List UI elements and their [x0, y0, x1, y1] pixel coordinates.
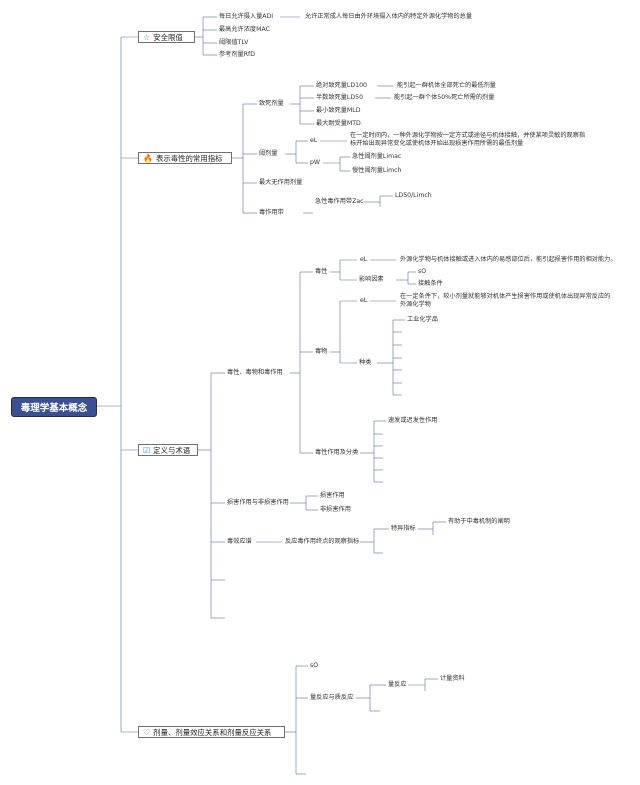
node-chronic-threshold[interactable]: 慢性阈剂量Limch	[352, 167, 402, 174]
node-mtd[interactable]: 最大耐受量MTD	[316, 120, 361, 127]
node-measurement-data[interactable]: 计量资料	[440, 675, 465, 682]
branch-dose-response[interactable]: ♡ 剂量、剂量效应关系和剂量反应关系	[138, 726, 285, 738]
node-acute-zone[interactable]: 急性毒作用带Zac	[315, 198, 364, 205]
node-graded-response[interactable]: 量反应	[388, 681, 407, 688]
node-effect-class[interactable]: 毒性作用及分类	[315, 449, 359, 456]
node-toxicity-group[interactable]: 毒性、毒物和毒作用	[227, 369, 283, 376]
node-toxicity[interactable]: 毒性	[315, 268, 328, 275]
node-threshold-desc[interactable]: 在一定时间内，一种外源化学物按一定方式或途径与机体接触，并使某项灵敏的观察指标开…	[350, 132, 586, 147]
branch-safety-limits[interactable]: ☆ 安全限值	[138, 31, 195, 43]
node-ld50[interactable]: 半数致死量LD50	[316, 94, 364, 101]
node-adi[interactable]: 每日允许摄入量ADI	[219, 13, 274, 20]
node-harmful[interactable]: 损害作用	[320, 492, 345, 499]
node-threshold-pw[interactable]: pW	[310, 159, 321, 166]
node-endpoint-indicator[interactable]: 反应毒作用终点的观察指标	[285, 538, 360, 545]
node-factor-exposure[interactable]: 接触条件	[418, 280, 443, 287]
node-zone-formula[interactable]: LD50/Limch	[395, 192, 432, 199]
node-ld50-desc[interactable]: 能引起一群个体50%死亡所需的剂量	[394, 94, 495, 101]
node-factor-so[interactable]: sO	[418, 268, 427, 275]
node-poison-desc[interactable]: 在一定条件下，较小剂量就能够对机体产生损害作用或使机体出现异常反应的外源化学物	[400, 293, 611, 308]
branch-label: 表示毒性的常用指标	[155, 153, 223, 163]
node-toxic-zone[interactable]: 毒作用带	[259, 209, 284, 216]
branch-toxicity-indicators[interactable]: 🔥 表示毒性的常用指标	[138, 152, 232, 164]
node-poison-el[interactable]: eL	[360, 297, 368, 304]
node-rfd[interactable]: 参考剂量RfD	[219, 51, 255, 58]
node-poison[interactable]: 毒物	[315, 348, 328, 355]
node-mld[interactable]: 最小致死量MLD	[316, 107, 361, 114]
node-factors[interactable]: 影响因素	[359, 276, 384, 283]
flame-icon: 🔥	[143, 153, 153, 163]
node-acute-threshold[interactable]: 急性阈剂量Limac	[352, 153, 402, 160]
node-non-harmful[interactable]: 非损害作用	[320, 506, 351, 513]
root-node[interactable]: 毒理学基本概念	[11, 397, 97, 417]
node-threshold[interactable]: 阈剂量	[259, 150, 278, 157]
node-noael[interactable]: 最大无作用剂量	[259, 179, 303, 186]
node-ld100[interactable]: 绝对致死量LD100	[316, 82, 367, 89]
check-icon: ☑	[143, 445, 151, 455]
node-effect-spectrum[interactable]: 毒效应谱	[227, 538, 252, 545]
node-threshold-el[interactable]: eL	[310, 137, 318, 144]
node-immediate-delayed[interactable]: 速发或迟发性作用	[388, 417, 438, 424]
node-mechanism[interactable]: 有助于中毒机制的阐明	[448, 518, 510, 525]
branch-label: 定义与术语	[153, 445, 191, 455]
node-toxicity-desc[interactable]: 外源化学物与机体接触或进入体内的易感部位后，能引起损害作用的相对能力。	[400, 256, 617, 263]
heart-icon: ♡	[143, 727, 151, 737]
branch-definitions[interactable]: ☑ 定义与术语	[138, 444, 198, 456]
node-poison-types[interactable]: 种类	[359, 359, 372, 366]
node-specific-indicator[interactable]: 特异指标	[391, 525, 416, 532]
node-tlv[interactable]: 阈限值TLV	[219, 39, 249, 46]
node-lethal-dose[interactable]: 致死剂量	[259, 100, 284, 107]
node-quant-qual[interactable]: 量反应与质反应	[310, 694, 354, 701]
star-icon: ☆	[143, 32, 151, 42]
node-mac[interactable]: 最高允许浓度MAC	[219, 26, 270, 33]
branch-label: 安全限值	[153, 32, 183, 42]
branch-label: 剂量、剂量效应关系和剂量反应关系	[153, 727, 272, 737]
node-dose-so[interactable]: sO	[310, 662, 319, 669]
node-harm-group[interactable]: 损害作用与非损害作用	[227, 499, 289, 506]
node-adi-desc[interactable]: 允许正常成人每日由外环境摄入体内的特定外源化学物的总量	[305, 13, 473, 20]
node-ld100-desc[interactable]: 能引起一群机体全部死亡的最低剂量	[397, 82, 496, 89]
node-industrial-chemicals[interactable]: 工业化学品	[407, 316, 438, 323]
node-toxicity-el[interactable]: eL	[360, 256, 368, 263]
